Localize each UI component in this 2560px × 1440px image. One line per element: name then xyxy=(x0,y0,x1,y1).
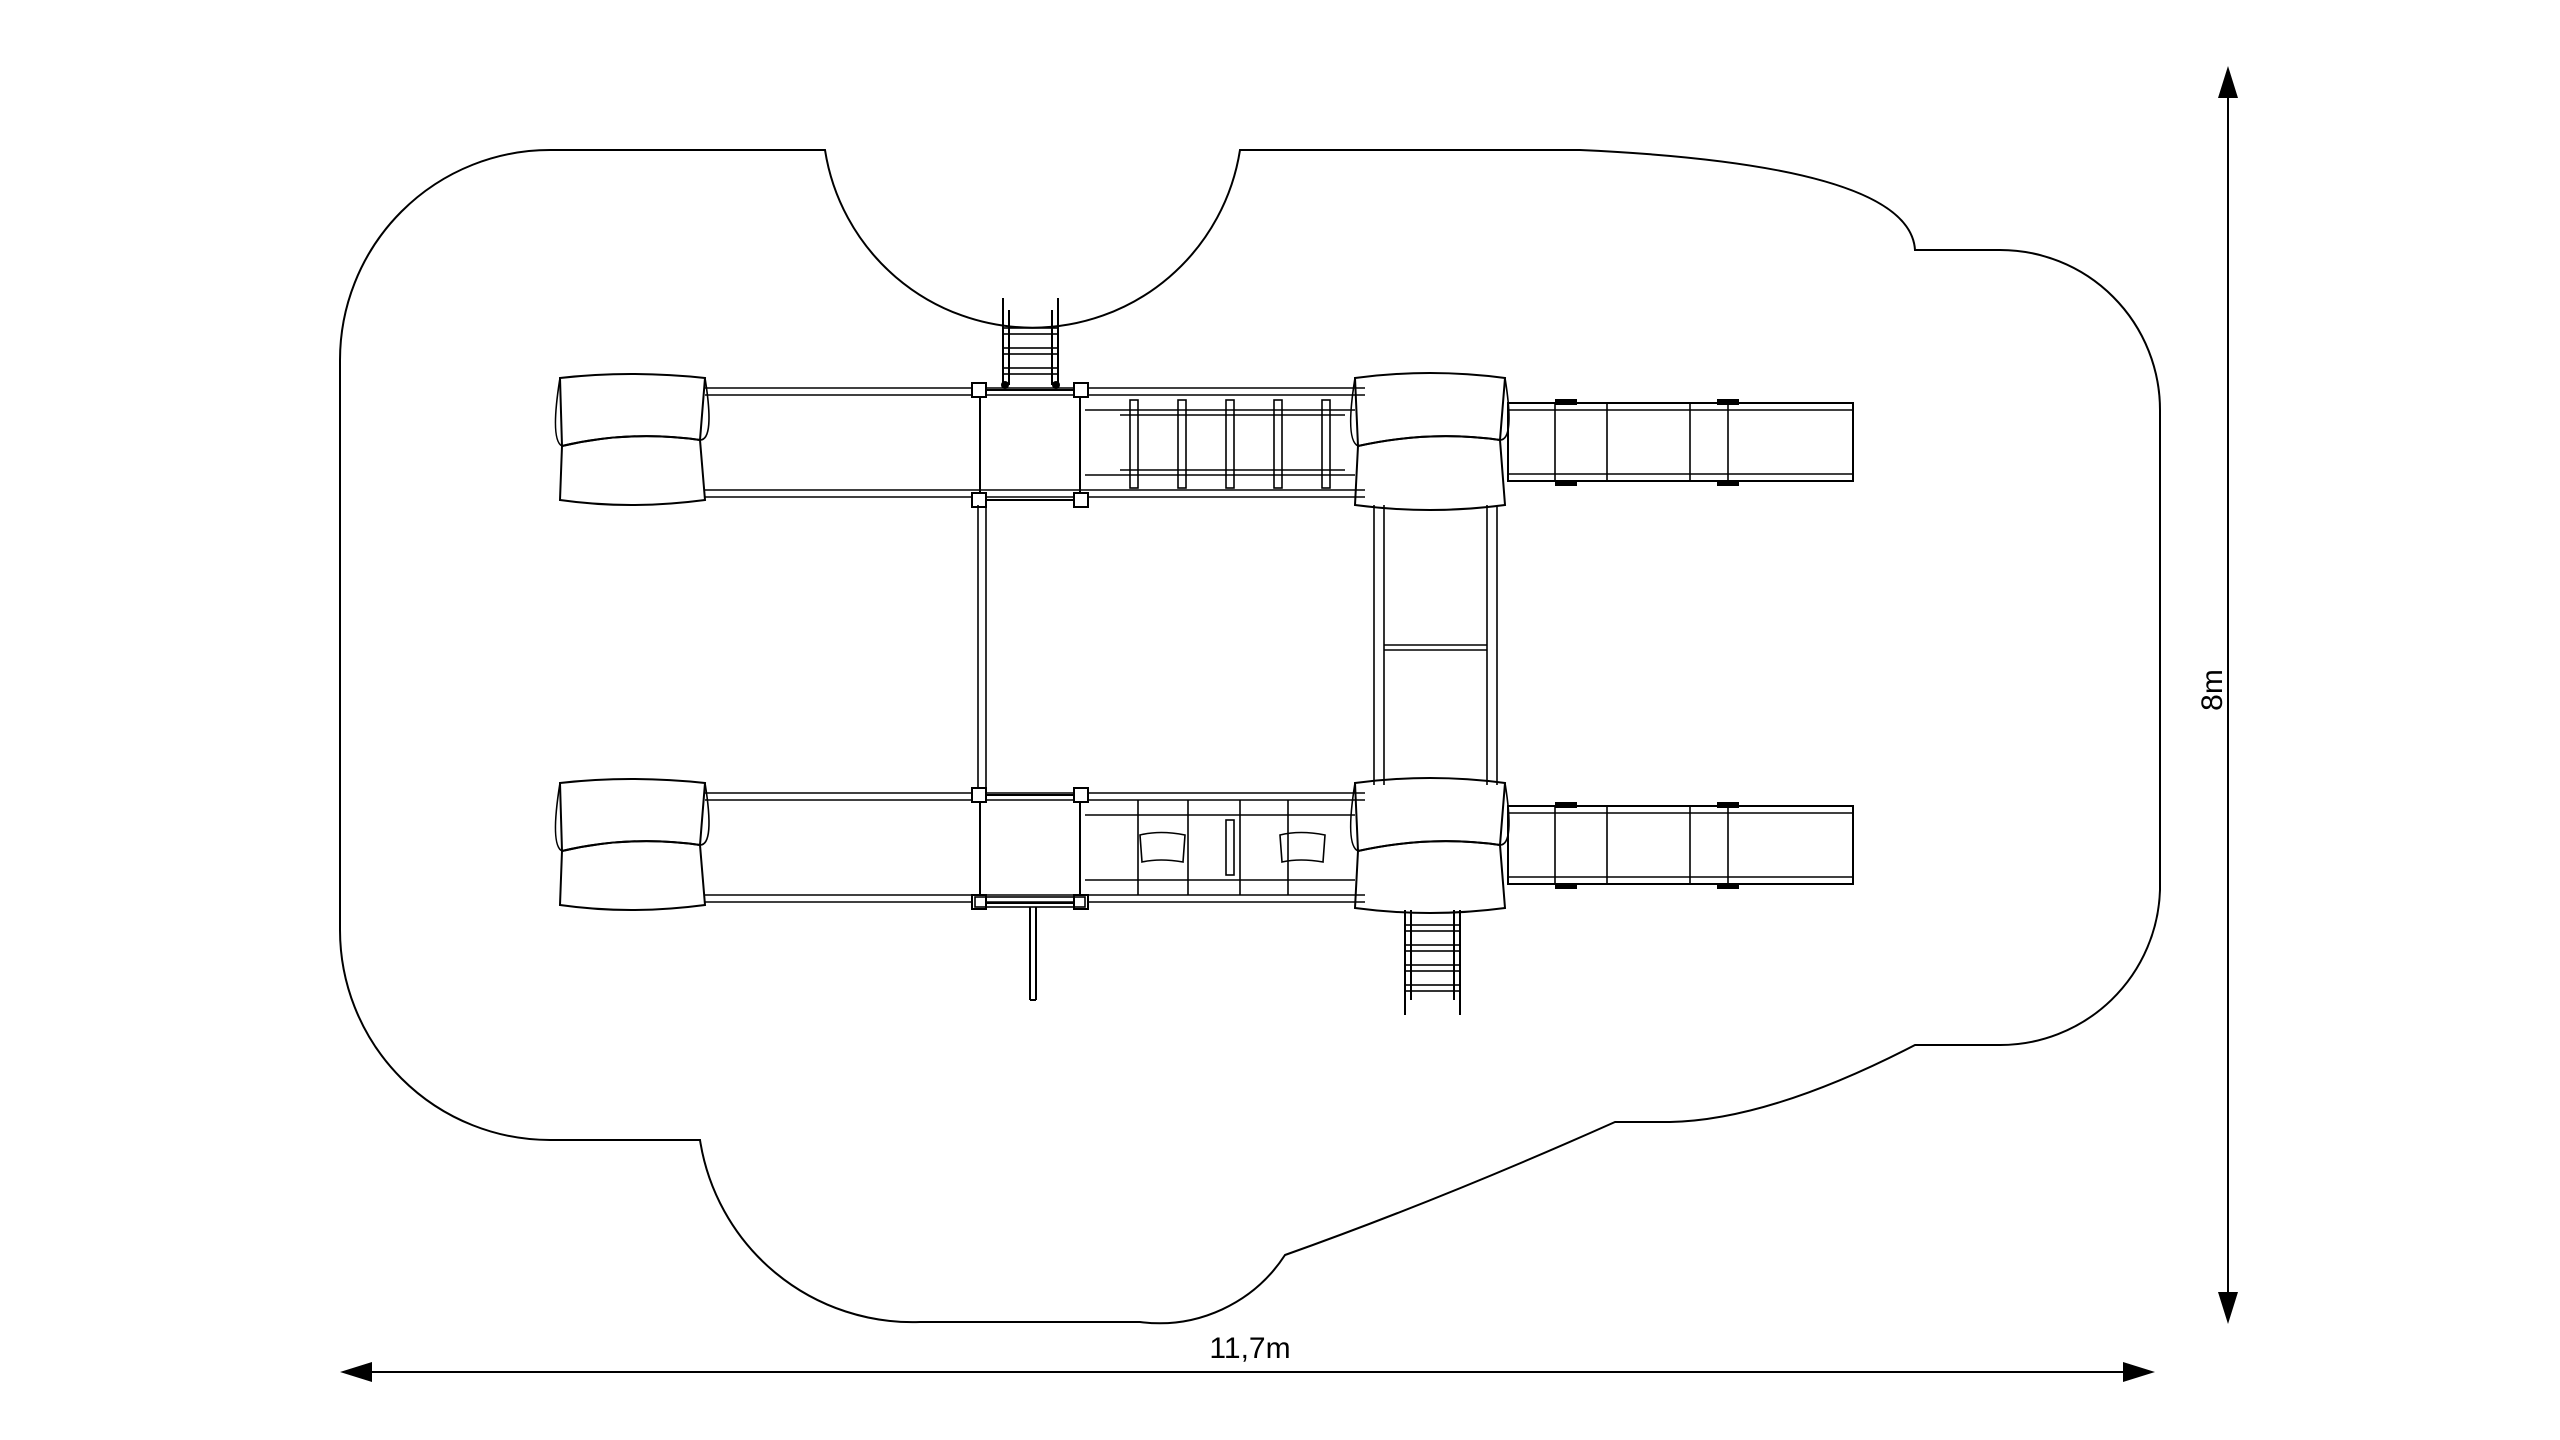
bottom-tower-deck xyxy=(979,794,1081,904)
bottom-left-ramp-panel xyxy=(554,778,710,911)
bottom-slide xyxy=(1507,802,1854,889)
center-connectors xyxy=(977,505,1498,790)
safety-zone-outline xyxy=(339,149,2161,1325)
height-dimension: 8m xyxy=(2196,66,2238,1324)
bottom-ladder xyxy=(1404,910,1461,1015)
top-ladder xyxy=(1001,298,1060,389)
top-bar-bridge xyxy=(1085,399,1355,489)
bottom-right-ramp-panel xyxy=(1349,777,1510,914)
top-left-ramp-panel xyxy=(554,373,710,506)
width-label: 11,7m xyxy=(1209,1332,1290,1365)
top-slide xyxy=(1507,399,1854,486)
bottom-equipment-row xyxy=(554,777,1854,1015)
top-equipment-row xyxy=(554,298,1854,511)
top-right-ramp-panel xyxy=(1349,372,1510,511)
width-dimension: 11,7m xyxy=(340,1332,2155,1382)
bottom-entry-pole xyxy=(974,896,1086,1001)
bottom-panel-bridge xyxy=(1085,800,1355,895)
height-label: 8m xyxy=(2196,669,2229,711)
top-tower-deck xyxy=(979,389,1081,501)
